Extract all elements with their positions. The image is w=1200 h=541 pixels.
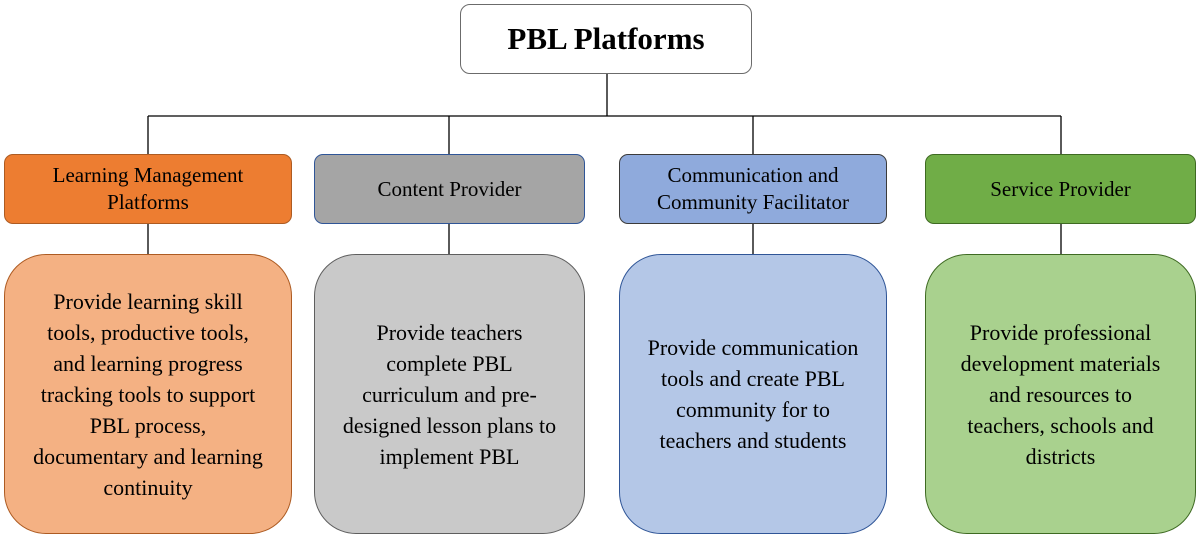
category-content-provider: Content Provider xyxy=(314,154,585,224)
description-service-provider: Provide professional development materia… xyxy=(925,254,1196,534)
description-content-provider: Provide teachers complete PBL curriculum… xyxy=(314,254,585,534)
category-communication-community-facilitator: Communication and Community Facilitator xyxy=(619,154,887,224)
root-node-title: PBL Platforms xyxy=(460,4,752,74)
category-learning-management-platforms: Learning Management Platforms xyxy=(4,154,292,224)
category-service-provider: Service Provider xyxy=(925,154,1196,224)
description-communication-community-facilitator: Provide communication tools and create P… xyxy=(619,254,887,534)
description-learning-management-platforms: Provide learning skill tools, productive… xyxy=(4,254,292,534)
